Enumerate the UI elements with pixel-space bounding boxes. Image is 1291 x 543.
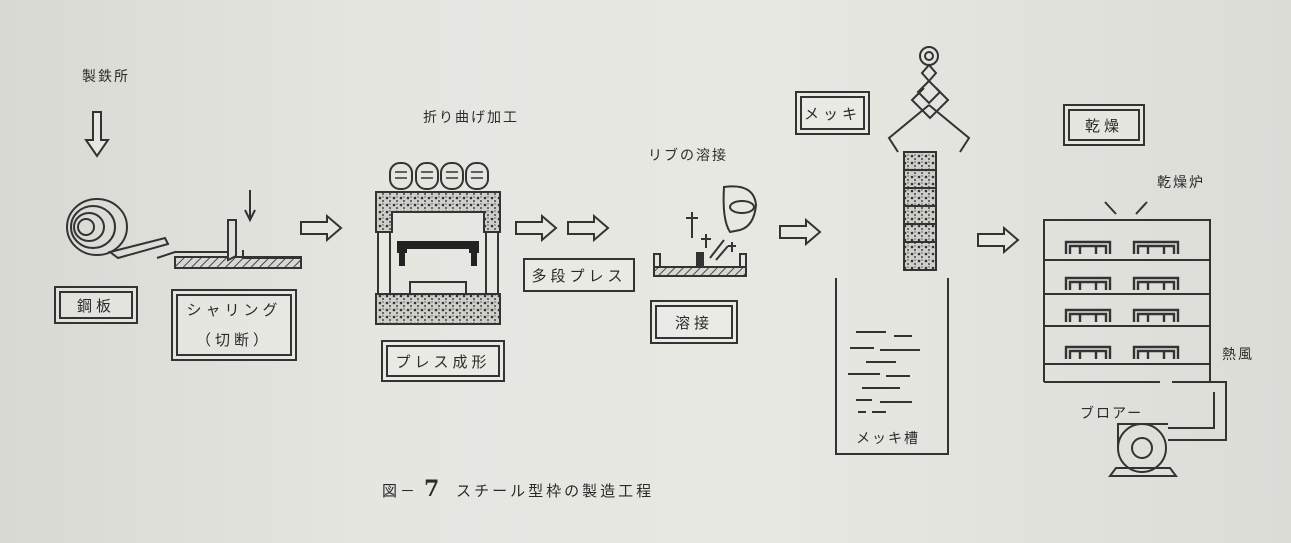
channel-panel-icon — [1064, 276, 1112, 292]
shearing-machine-icon — [156, 190, 302, 269]
flow-arrow-icon — [567, 215, 609, 241]
channel-panel-icon — [1064, 240, 1112, 256]
plating-tank-icon — [835, 278, 949, 455]
label-bending: 折り曲げ加工 — [423, 110, 519, 126]
label-rib-welding: リブの溶接 — [648, 148, 728, 164]
flow-arrow-icon — [779, 219, 821, 245]
channel-panel-icon — [1132, 240, 1180, 256]
caption-number: 7 — [424, 476, 443, 502]
channel-panel-icon — [1064, 345, 1112, 361]
caption-title: スチール型枠の製造工程 — [456, 482, 655, 500]
box-multistage-press: 多段プレス — [523, 258, 635, 292]
box-shearing-label: シャリング — [186, 301, 282, 319]
label-hot-air: 熱風 — [1222, 347, 1254, 363]
label-blower: ブロアー — [1080, 406, 1144, 422]
flow-arrow-icon — [515, 215, 557, 241]
caption-prefix: 図－ — [382, 482, 419, 500]
down-arrow-icon — [84, 111, 110, 158]
flow-arrow-icon — [300, 215, 342, 241]
label-drying-furnace: 乾燥炉 — [1157, 175, 1205, 191]
box-press-forming-label: プレス成形 — [395, 352, 491, 371]
box-drying: 乾燥 — [1063, 104, 1145, 146]
box-plating-label: メッキ — [803, 104, 861, 123]
figure-caption: 図－ 7 スチール型枠の製造工程 — [382, 476, 654, 502]
channel-panel-icon — [1064, 308, 1112, 324]
box-plating: メッキ — [795, 91, 870, 135]
welding-workpiece-icon — [653, 252, 747, 277]
drying-furnace-icon — [1043, 201, 1227, 441]
box-press-forming: プレス成形 — [381, 340, 505, 382]
box-shearing: シャリング （切断） — [171, 289, 297, 361]
flow-arrow-icon — [977, 227, 1019, 253]
box-multistage-press-label: 多段プレス — [531, 266, 627, 285]
box-shearing-sublabel: （切断） — [195, 331, 272, 349]
label-plating-tank: メッキ槽 — [856, 431, 920, 447]
box-steel-plate: 鋼板 — [54, 286, 138, 324]
channel-panel-icon — [1132, 308, 1180, 324]
label-steel-mill: 製鉄所 — [82, 69, 130, 85]
welding-torch-icon — [686, 185, 758, 261]
box-steel-plate-label: 鋼板 — [76, 296, 115, 315]
press-machine-icon — [375, 162, 501, 325]
steel-coil-icon — [66, 198, 170, 260]
channel-panel-icon — [1132, 276, 1180, 292]
box-welding: 溶接 — [650, 300, 738, 344]
channel-panel-icon — [1132, 345, 1180, 361]
box-welding-label: 溶接 — [674, 313, 713, 332]
crane-hook-icon — [887, 46, 971, 153]
box-drying-label: 乾燥 — [1084, 116, 1123, 135]
blower-fan-icon — [1108, 423, 1178, 477]
plated-rack-icon — [903, 151, 937, 271]
